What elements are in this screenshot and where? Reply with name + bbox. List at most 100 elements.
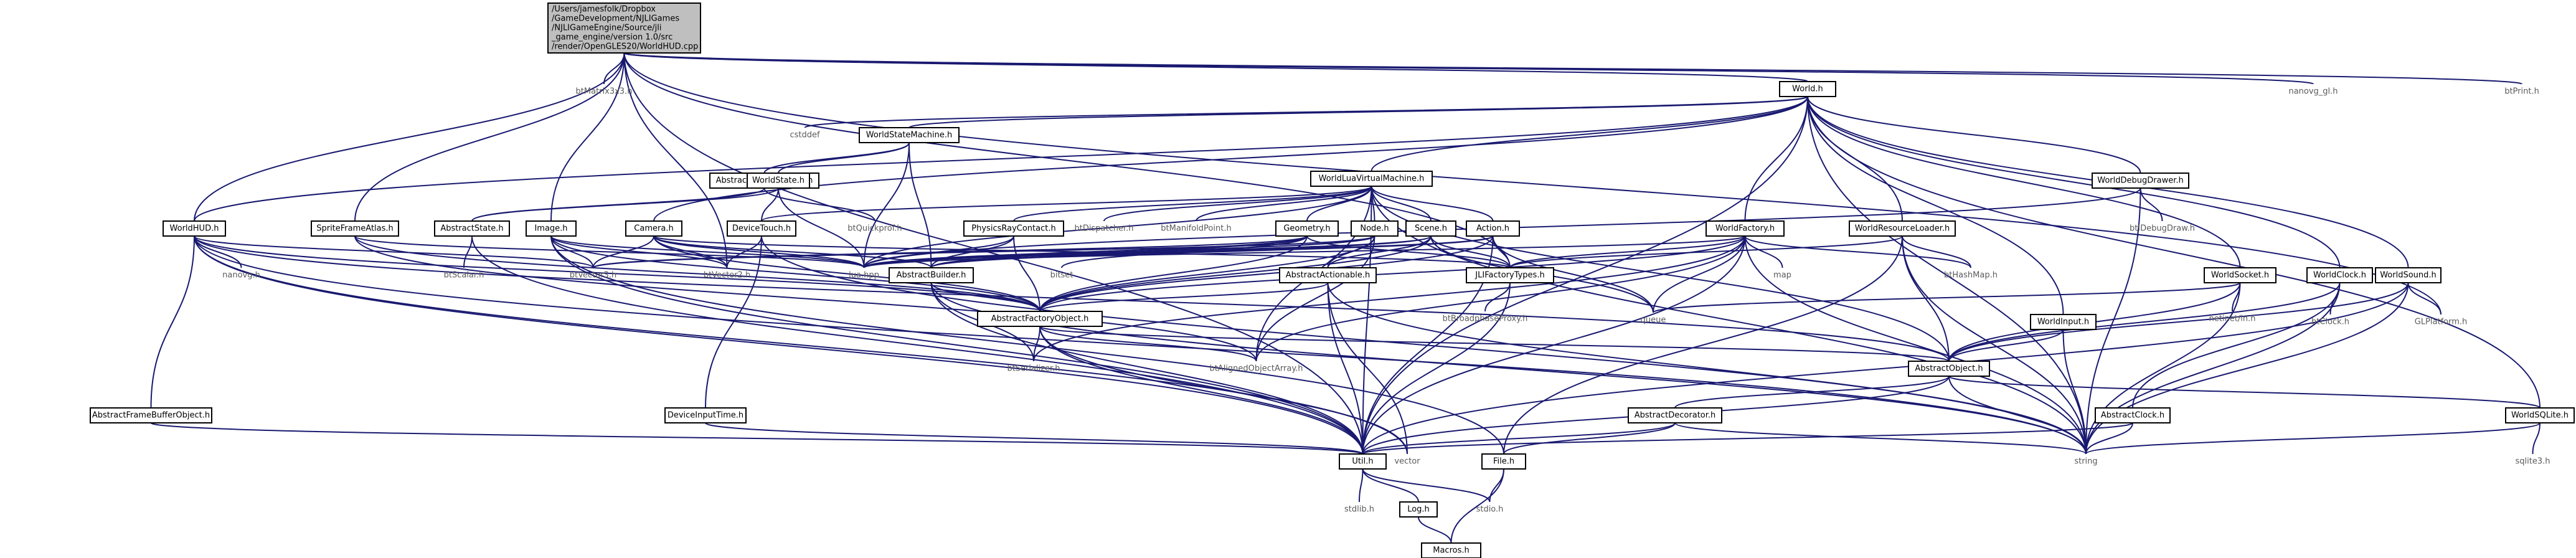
- edge-abstract-clock-to-util: [1362, 422, 2133, 455]
- node-abstract-clock[interactable]: AbstractClock.h: [2095, 407, 2171, 423]
- edge-file-to-macros: [1450, 468, 1504, 544]
- node-world-socket[interactable]: WorldSocket.h: [2204, 267, 2276, 283]
- node-world-lua-vm[interactable]: WorldLuaVirtualMachine.h: [1310, 171, 1433, 187]
- node-node[interactable]: Node.h: [1351, 220, 1399, 237]
- node-jli-factory-types[interactable]: JLIFactoryTypes.h: [1466, 267, 1554, 283]
- node-image[interactable]: Image.h: [526, 220, 577, 237]
- edge-world-lua-vm-to-abstract-object: [1371, 186, 1950, 362]
- node-box: [2030, 314, 2097, 330]
- node-abstract-state[interactable]: AbstractState.h: [434, 220, 510, 237]
- edge-camera-to-lua-hpp: [653, 235, 865, 268]
- node-root[interactable]: /Users/jamesfolk/Dropbox/GameDevelopment…: [547, 2, 701, 54]
- node-physics-ray-contact[interactable]: PhysicsRayContact.h: [963, 220, 1064, 237]
- node-label: lua.hpp: [849, 271, 879, 280]
- edge-log-to-macros: [1418, 516, 1452, 544]
- node-abstract-decorator[interactable]: AbstractDecorator.h: [1628, 407, 1722, 423]
- node-device-input-time[interactable]: DeviceInputTime.h: [664, 407, 747, 423]
- node-world-input[interactable]: WorldInput.h: [2030, 314, 2097, 330]
- edge-root-to-world-hud: [194, 52, 625, 222]
- node-label: btVector2.h: [704, 271, 750, 280]
- edge-world-hud-to-abstract-frame-buffer-object: [150, 235, 195, 409]
- node-action[interactable]: Action.h: [1466, 220, 1520, 237]
- edge-world-factory-to-bt-hash-map: [1744, 235, 1971, 268]
- node-cstddef: cstddef: [790, 131, 820, 140]
- node-label: string: [2074, 457, 2097, 466]
- edge-world-sqlite-to-abstract-object: [1948, 376, 2541, 409]
- edge-camera-to-abstract-factory-object: [653, 235, 1040, 312]
- node-world-state[interactable]: WorldState.h: [747, 173, 810, 189]
- edge-world-state-to-abstract-state: [471, 187, 779, 222]
- node-abstract-builder[interactable]: AbstractBuilder.h: [889, 267, 974, 283]
- node-bitset: bitset: [1050, 271, 1073, 280]
- node-util[interactable]: Util.h: [1339, 453, 1387, 470]
- edge-sprite-frame-atlas-to-lua-hpp: [354, 235, 865, 268]
- node-world-sqlite[interactable]: WorldSQLite.h: [2505, 407, 2575, 423]
- edge-root-to-image: [550, 52, 625, 222]
- node-box: [1628, 407, 1722, 423]
- node-world-hud[interactable]: WorldHUD.h: [163, 220, 226, 237]
- edge-jli-factory-types-to-util: [1362, 282, 1511, 455]
- node-sprite-frame-atlas[interactable]: SpriteFrameAtlas.h: [311, 220, 399, 237]
- node-bt-serializer: btSerializer.h: [1007, 364, 1060, 374]
- node-abstract-actionable[interactable]: AbstractActionable.h: [1279, 267, 1377, 283]
- node-box: [434, 220, 510, 237]
- node-abstract-factory-object[interactable]: AbstractFactoryObject.h: [977, 311, 1103, 327]
- edge-world-lua-vm-to-bt-manifold-point: [1196, 186, 1372, 222]
- edge-node-to-abstract-factory-object: [1039, 235, 1375, 312]
- edge-image-to-abstract-factory-object: [550, 235, 1040, 312]
- node-world-resource-loader[interactable]: WorldResourceLoader.h: [1849, 220, 1956, 237]
- edge-jli-factory-types-to-bt-broadphase-proxy: [1484, 282, 1511, 312]
- edge-world-lua-vm-to-string: [1371, 186, 2087, 455]
- node-geometry[interactable]: Geometry.h: [1275, 220, 1339, 237]
- node-world-sound[interactable]: WorldSound.h: [2375, 267, 2442, 283]
- node-world-debug-drawer[interactable]: WorldDebugDrawer.h: [2092, 173, 2189, 189]
- edge-abstract-actionable-to-vector: [1327, 282, 1408, 455]
- node-world-clock[interactable]: WorldClock.h: [2306, 267, 2373, 283]
- node-abstract-frame-buffer-object[interactable]: AbstractFrameBufferObject.h: [90, 407, 212, 423]
- node-label: btMatrix3x3.h: [576, 87, 633, 97]
- node-label: SpriteFrameAtlas.h: [316, 224, 394, 234]
- edge-abstract-object-to-abstract-decorator: [1674, 376, 1950, 409]
- edge-world-state-machine-to-world-state: [778, 142, 910, 174]
- node-box: [1405, 220, 1456, 237]
- node-box: [311, 220, 399, 237]
- edge-scene-to-abstract-actionable: [1327, 235, 1432, 268]
- node-label: AbstractFactoryObject.h: [991, 314, 1089, 324]
- edge-abstract-actionable-to-string: [1327, 282, 2087, 455]
- node-world-factory[interactable]: WorldFactory.h: [1706, 220, 1785, 237]
- node-file[interactable]: File.h: [1481, 453, 1526, 470]
- edge-abstract-actionable-to-abstract-factory-object: [1039, 282, 1329, 312]
- node-box: [1481, 453, 1526, 470]
- node-world[interactable]: World.h: [1779, 81, 1836, 97]
- node-bt-print: btPrint.h: [2504, 87, 2539, 97]
- node-world-state-machine[interactable]: WorldStateMachine.h: [859, 127, 960, 143]
- edge-root-to-bt-print: [623, 52, 2522, 85]
- edge-world-state-machine-to-abstract-state-machine: [763, 142, 910, 174]
- edge-world-resource-loader-to-string: [1902, 235, 2087, 455]
- node-label: Log.h: [1407, 505, 1430, 514]
- node-label: btBroadphaseProxy.h: [1443, 314, 1528, 324]
- node-label: World.h: [1792, 85, 1823, 94]
- node-device-touch[interactable]: DeviceTouch.h: [727, 220, 796, 237]
- node-label: WorldSocket.h: [2211, 271, 2269, 280]
- node-log[interactable]: Log.h: [1399, 501, 1438, 518]
- node-box: [2375, 267, 2442, 283]
- node-box: [2095, 407, 2171, 423]
- edge-root-to-gl-platform: [623, 52, 2442, 315]
- node-label: cstddef: [790, 131, 820, 140]
- node-box: [625, 220, 682, 237]
- node-scene[interactable]: Scene.h: [1405, 220, 1456, 237]
- edge-util-to-stdlib: [1359, 468, 1364, 503]
- edge-world-clock-to-abstract-object: [1948, 282, 2341, 362]
- node-bt-manifold-point: btManifoldPoint.h: [1161, 224, 1231, 234]
- edge-world-to-world-state-machine: [908, 96, 1808, 128]
- node-bt-quickprof: btQuickprof.h: [847, 224, 902, 234]
- node-abstract-object[interactable]: AbstractObject.h: [1908, 361, 1990, 377]
- edge-scene-to-jli-factory-types: [1430, 235, 1511, 268]
- node-camera[interactable]: Camera.h: [625, 220, 682, 237]
- node-label: btIDebugDraw.h: [2130, 224, 2195, 234]
- node-box: [664, 407, 747, 423]
- node-macros[interactable]: Macros.h: [1421, 542, 1481, 558]
- node-label: /render/OpenGLES20/WorldHUD.cpp: [552, 42, 698, 52]
- node-vector: vector: [1394, 457, 1420, 466]
